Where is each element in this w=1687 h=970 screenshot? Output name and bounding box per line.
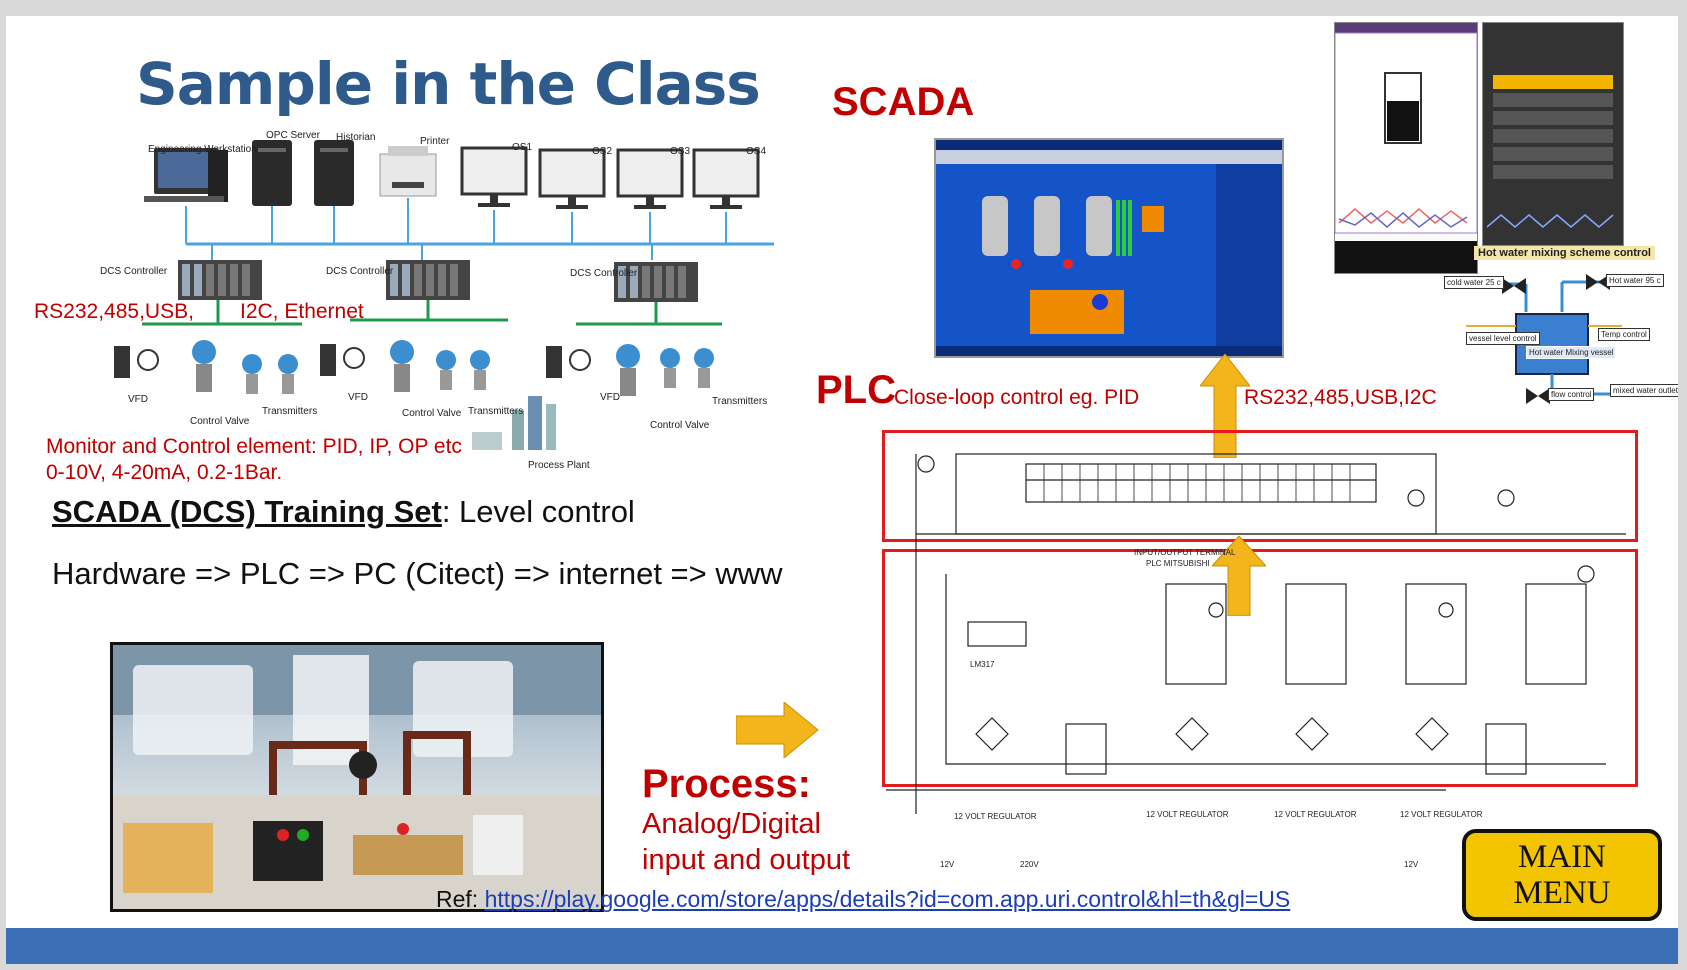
app-screen-pid-drawing [1486,75,1614,228]
process-line-1: Analog/Digital [642,808,821,840]
voltage-12v-b-label: 12V [1404,860,1419,869]
label-transmitters-2: Transmitters [468,406,524,417]
arrow-up-icon [1200,354,1250,458]
label-dcs-controller-2: DCS Controller [326,266,394,277]
label-control-valve-3: Control Valve [650,420,710,431]
plc-heading: PLC [816,368,896,412]
main-menu-line-2: MENU [1513,875,1611,911]
label-process-plant: Process Plant [528,460,590,471]
protocol-right-label: RS232,485,USB,I2C [1244,386,1437,409]
mixing-scheme-diagram [1466,274,1622,404]
main-menu-line-1: MAIN [1518,839,1606,875]
reference-prefix: Ref: [436,886,485,912]
arrow-right-icon [736,702,819,758]
label-os1: OS1 [512,142,533,153]
slide: Sample in the Class [6,16,1678,964]
scada-heading: SCADA [832,80,975,124]
cold-water-label: cold water 25 c [1444,276,1504,289]
label-eng-workstation: Engineering Workstation [148,144,257,155]
field-device-icons [114,340,714,396]
process-plant-icon [472,396,556,450]
training-set-line: SCADA (DCS) Training Set: Level control [52,494,635,530]
label-vfd-2: VFD [348,392,368,403]
monitor-control-text: Monitor and Control element: PID, IP, OP… [46,434,462,486]
bottom-bar [6,928,1678,964]
process-line-2: input and output [642,844,851,876]
plc-subtitle: Close-loop control eg. PID [894,386,1140,409]
vessel-level-label: vessel level control [1466,332,1540,345]
temp-control-label: Temp control [1598,328,1650,341]
process-circuit-box [882,549,1638,787]
dcs-controller-icons [178,260,698,302]
flow-control-label: flow control [1548,388,1595,401]
voltage-220v-label: 220V [1020,860,1039,869]
regulator-3-label: 12 VOLT REGULATOR [1274,810,1357,819]
slide-title: Sample in the Class [136,50,761,118]
label-opc-server: OPC Server [266,130,320,141]
process-heading: Process: [642,762,811,806]
circuit-schematic [886,453,1626,814]
label-os4: OS4 [746,146,767,157]
label-vfd-3: VFD [600,392,620,403]
historian-icon [314,140,354,206]
app-screen-level [1334,22,1478,274]
training-set-rest: : Level control [441,494,635,529]
plc-circuit-box [882,430,1638,542]
app-screen-pid [1482,22,1624,246]
monitor-line-1: Monitor and Control element: PID, IP, OP… [46,435,462,458]
regulator-1-label: 12 VOLT REGULATOR [954,812,1037,821]
hardware-chain-line: Hardware => PLC => PC (Citect) => intern… [52,556,783,591]
lm317-label: LM317 [970,660,995,669]
label-historian: Historian [336,132,376,143]
scada-screen [934,138,1284,358]
label-transmitters-3: Transmitters [712,396,768,407]
main-menu-button[interactable]: MAIN MENU [1462,829,1662,921]
hot-water-scheme-label: Hot water mixing scheme control [1474,246,1655,260]
protocol-left-label: RS232,485,USB, [34,300,194,323]
voltage-12v-a-label: 12V [940,860,955,869]
label-dcs-controller-3: DCS Controller [570,268,638,279]
reference-link[interactable]: https://play.google.com/store/apps/detai… [484,886,1291,912]
plc-mitsubishi-label: PLC MITSUBISHI [1146,559,1210,568]
hot-water-label: Hot water 95 c [1606,274,1664,287]
label-control-valve-1: Control Valve [190,416,250,427]
printer-icon [379,146,437,197]
scada-screen-drawing [936,140,1282,356]
monitor-line-2: 0-10V, 4-20mA, 0.2-1Bar. [46,461,283,484]
label-transmitters-1: Transmitters [262,406,318,417]
circuit-arrow-up-icon [1212,536,1266,616]
engineering-workstation-icon [144,148,228,202]
i2c-ethernet-label: I2C, Ethernet [240,300,364,323]
training-set-bold: SCADA (DCS) Training Set [52,494,442,529]
os-monitor-icons [460,146,760,209]
process-subtitle: Analog/Digital input and output [642,806,850,878]
label-dcs-controller-1: DCS Controller [100,266,168,277]
mixing-vessel-label: Hot water Mixing vessel [1526,346,1617,359]
label-control-valve-2: Control Valve [402,408,462,419]
mixed-outlet-label: mixed water outlet [1610,384,1678,397]
regulator-4-label: 12 VOLT REGULATOR [1400,810,1483,819]
app-screen-level-drawing [1334,23,1478,273]
reference-line: Ref: https://play.google.com/store/apps/… [436,886,1290,913]
label-vfd-1: VFD [128,394,148,405]
io-terminal-label: INPUT/OUTPUT TERMINAL [1134,548,1236,557]
opc-server-icon [252,140,292,206]
dcs-network-diagram [114,140,774,450]
label-os2: OS2 [592,146,613,157]
training-set-photo-drawing [113,645,601,909]
training-set-photo [110,642,604,912]
regulator-2-label: 12 VOLT REGULATOR [1146,810,1229,819]
label-printer: Printer [420,136,450,147]
label-os3: OS3 [670,146,691,157]
